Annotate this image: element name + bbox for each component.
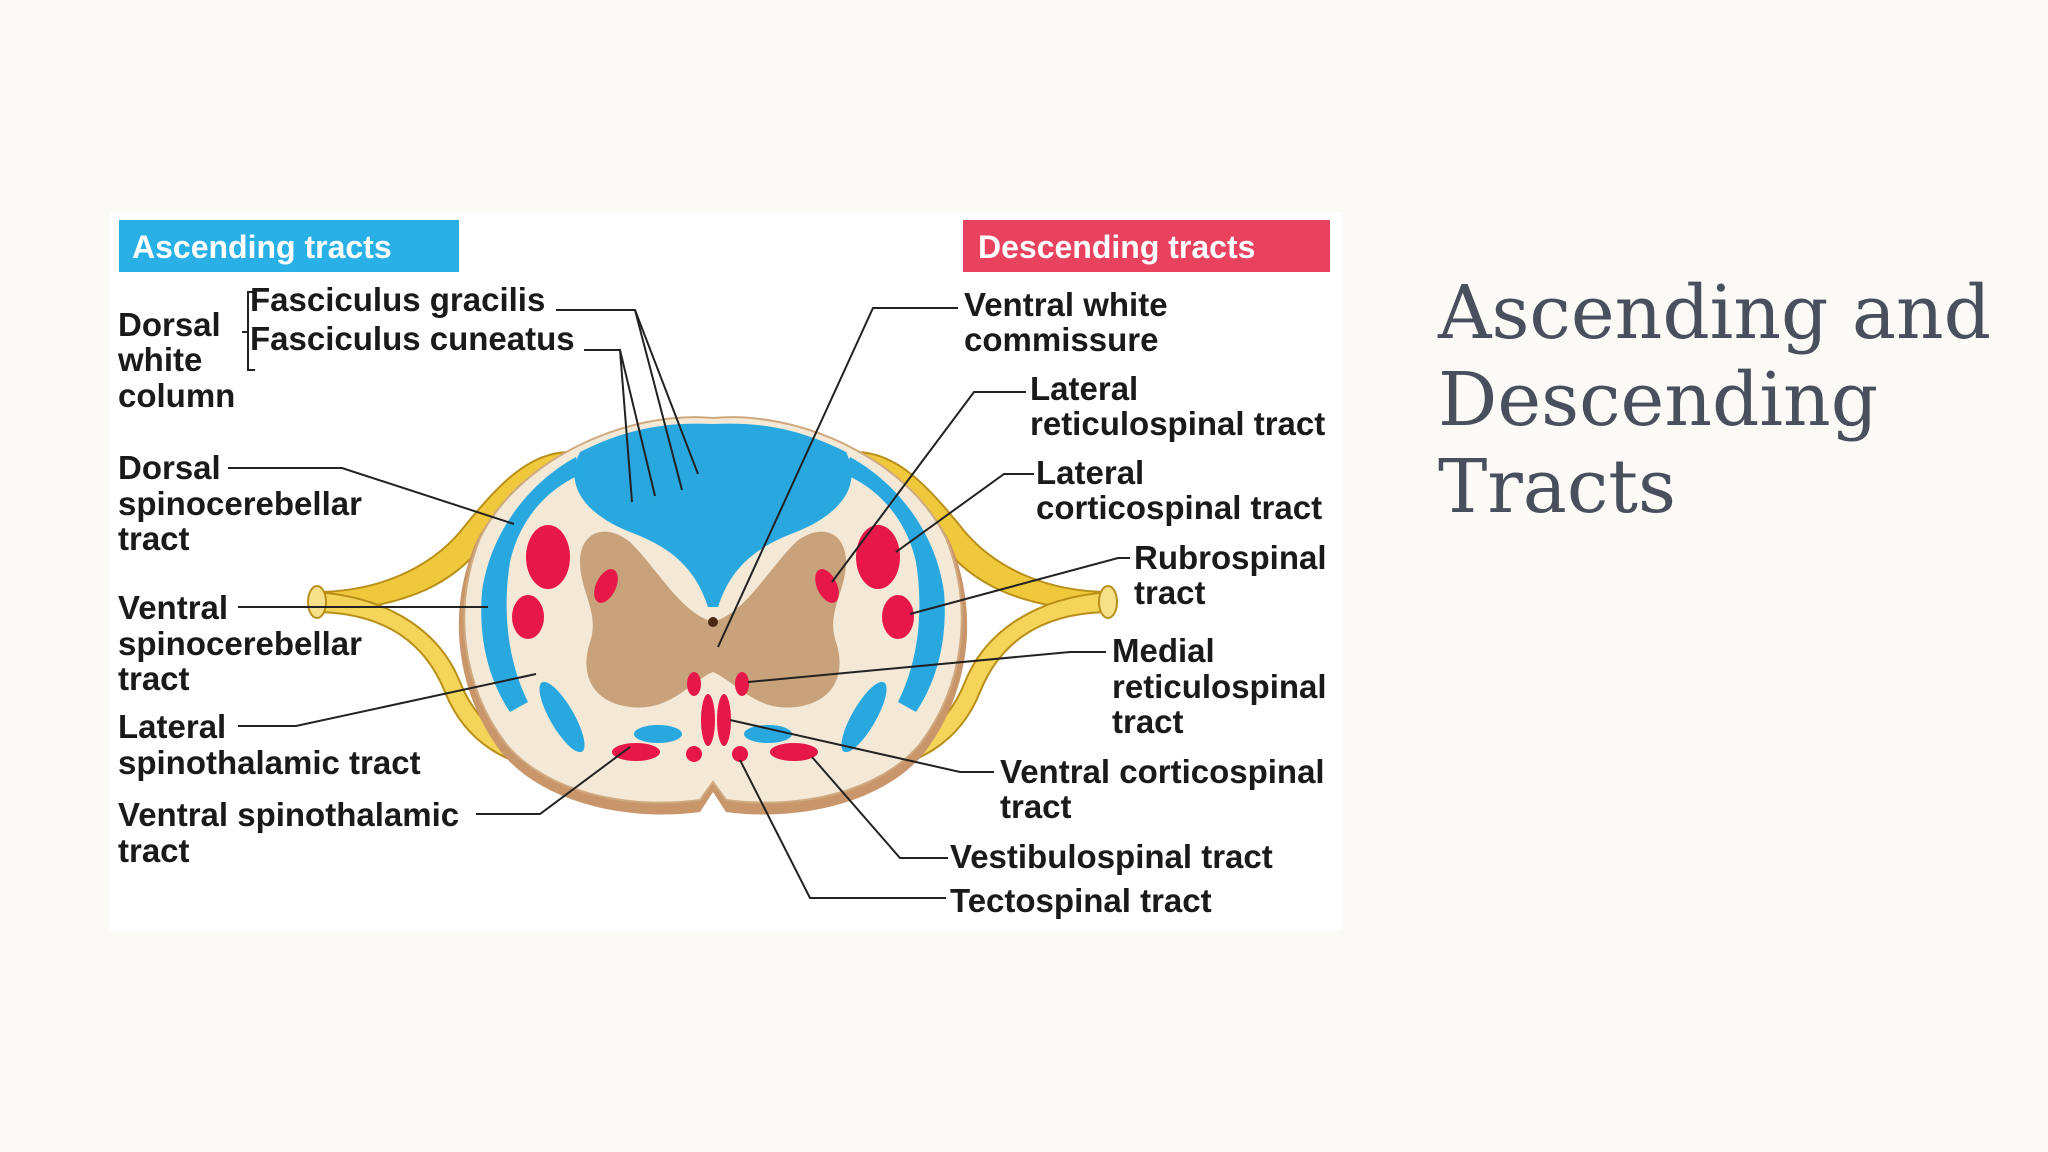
label-lateral-corticospinal-1: Lateral <box>1036 454 1144 491</box>
label-ventral-spinothalamic-2: tract <box>118 832 190 869</box>
ascending-leader-lines <box>228 291 699 815</box>
label-lateral-reticulospinal-1: Lateral <box>1030 370 1138 407</box>
label-ventral-spinocerebellar-1: Ventral <box>118 589 228 626</box>
label-ventral-spinocerebellar-2: spinocerebellar <box>118 625 362 662</box>
spinal-cord-cross-section <box>458 416 968 815</box>
label-dorsal-white-column-3: column <box>118 377 235 414</box>
slide-title: Ascending and Descending Tracts <box>1438 270 1998 531</box>
label-tectospinal: Tectospinal tract <box>950 882 1212 919</box>
label-dorsal-white-column-1: Dorsal <box>118 306 221 343</box>
label-dorsal-spinocerebellar-1: Dorsal <box>118 449 221 486</box>
label-lateral-spinothalamic-2: spinothalamic tract <box>118 744 421 781</box>
label-medial-reticulospinal-1: Medial <box>1112 632 1215 669</box>
label-lateral-reticulospinal-2: reticulospinal tract <box>1030 405 1325 442</box>
label-lateral-corticospinal-2: corticospinal tract <box>1036 489 1322 526</box>
label-rubrospinal-2: tract <box>1134 574 1206 611</box>
label-rubrospinal-1: Rubrospinal <box>1134 539 1327 576</box>
label-dorsal-white-column-2: white <box>117 341 202 378</box>
descending-tracts-header: Descending tracts <box>963 220 1330 272</box>
label-dorsal-spinocerebellar-3: tract <box>118 520 190 557</box>
label-vestibulospinal: Vestibulospinal tract <box>950 838 1273 875</box>
label-ventral-corticospinal-2: tract <box>1000 788 1072 825</box>
label-ventral-white-commissure-1: Ventral white <box>964 286 1168 323</box>
slide-title-line-3: Tracts <box>1438 444 1677 530</box>
label-medial-reticulospinal-3: tract <box>1112 703 1184 740</box>
label-fasciculus-gracilis: Fasciculus gracilis <box>250 281 545 318</box>
descending-leader-lines <box>717 307 1130 899</box>
label-ventral-spinothalamic-1: Ventral spinothalamic <box>118 796 459 833</box>
label-medial-reticulospinal-2: reticulospinal <box>1112 668 1327 705</box>
ascending-header-text: Ascending tracts <box>132 229 392 265</box>
descending-header-text: Descending tracts <box>978 229 1255 265</box>
slide-title-line-1: Ascending and <box>1438 270 1992 356</box>
slide-title-line-2: Descending <box>1438 357 1879 443</box>
label-fasciculus-cuneatus: Fasciculus cuneatus <box>250 320 575 357</box>
ascending-tracts-header: Ascending tracts <box>119 220 459 272</box>
label-lateral-spinothalamic-1: Lateral <box>118 708 226 745</box>
label-ventral-spinocerebellar-3: tract <box>118 660 190 697</box>
label-dorsal-spinocerebellar-2: spinocerebellar <box>118 485 362 522</box>
spinal-cord-diagram: Ascending tracts Descending tracts <box>110 212 1342 930</box>
label-ventral-white-commissure-2: commissure <box>964 321 1158 358</box>
label-ventral-corticospinal-1: Ventral corticospinal <box>1000 753 1325 790</box>
